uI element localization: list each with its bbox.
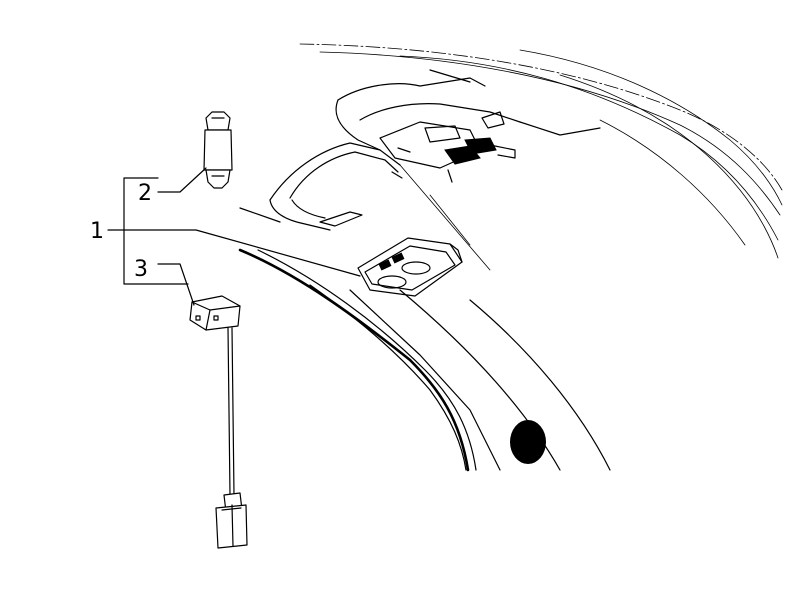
leader-line-1 [123, 229, 361, 277]
lamp-unit-with-cable [189, 295, 248, 549]
callout-label-1: 1 [90, 219, 104, 244]
festoon-bulb [203, 111, 233, 189]
roof-panel-outline [299, 43, 783, 259]
roof-console-bracket [379, 111, 516, 183]
callout-bracket [107, 177, 189, 285]
callout-label-2: 2 [138, 181, 152, 206]
assembly-leader-lines [399, 164, 491, 271]
leader-line-2 [157, 167, 207, 193]
callout-label-3: 3 [134, 257, 148, 282]
a-pillar [238, 248, 611, 472]
interior-lamp-installed [357, 237, 463, 297]
speaker-grille [510, 420, 546, 464]
leader-line-3 [157, 263, 195, 306]
headliner [239, 69, 601, 231]
